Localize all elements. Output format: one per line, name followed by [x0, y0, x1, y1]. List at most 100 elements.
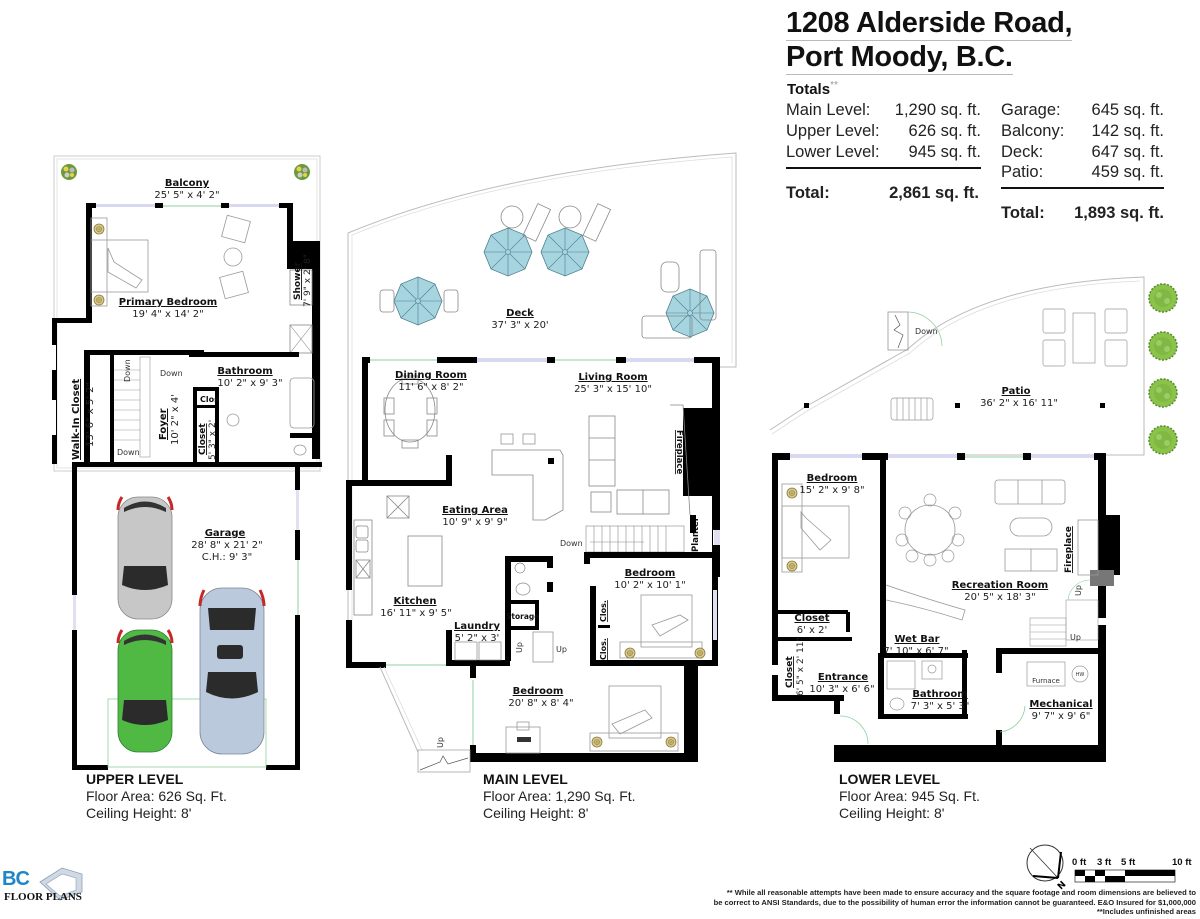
upper-level-ceiling: Ceiling Height: 8'	[86, 805, 192, 821]
totals-heading: Totals**	[787, 80, 838, 98]
room-label-living-room: Living Room	[578, 372, 647, 383]
upper-level-plan: Balcony 25' 5" x 4' 2" Shower 7' 9" x 2'…	[52, 155, 322, 770]
totals-value: 626 sq. ft.	[908, 122, 981, 140]
lower-level-plan: Down Patio 36' 2" x 16' 11"	[769, 276, 1178, 762]
scale-bar	[1074, 869, 1176, 883]
room-dim-wet-bar: 7' 10" x 6' 7"	[883, 646, 948, 657]
room-label-primary-bedroom: Primary Bedroom	[119, 297, 217, 308]
stair-label-down: Down	[915, 327, 938, 336]
room-label-garage: Garage	[205, 528, 246, 539]
room-label-eating-area: Eating Area	[442, 505, 508, 516]
totals-label: Garage:	[1001, 101, 1061, 119]
room-dim-walk-in-closet: 13' 6" x 5' 2"	[85, 382, 96, 447]
totals-label: Main Level:	[786, 101, 871, 119]
main-level-floor-area: Floor Area: 1,290 Sq. Ft.	[483, 788, 636, 804]
room-label-mechanical: Mechanical	[1029, 699, 1092, 710]
main-level-title: MAIN LEVEL	[483, 771, 568, 787]
room-dim-closet: 6' 5" x 2' 11"	[796, 637, 806, 696]
room-label-closet: Closet	[794, 613, 829, 624]
room-label-dining-room: Dining Room	[395, 370, 467, 381]
totals-label: Deck:	[1001, 143, 1044, 161]
room-label-shower: Shower	[293, 262, 303, 300]
room-label-walk-in-closet: Walk-In Closet	[71, 379, 82, 460]
room-label-balcony: Balcony	[165, 178, 210, 189]
room-dim-bedroom: 10' 2" x 10' 1"	[614, 580, 686, 591]
room-dim-recreation-room: 20' 5" x 18' 3"	[964, 592, 1036, 603]
room-dim-garage: 28' 8" x 21' 2"	[191, 540, 263, 551]
room-dim-patio: 36' 2" x 16' 11"	[980, 398, 1058, 409]
scale-label-3: 3 ft	[1097, 857, 1112, 868]
room-dim-mechanical: 9' 7" x 9' 6"	[1032, 711, 1091, 722]
totals-value: 1,893 sq. ft.	[1074, 204, 1164, 222]
stair-label-down: Down	[160, 369, 183, 378]
car-blue-icon	[198, 587, 266, 755]
totals-heading-mark: **	[830, 80, 838, 91]
garage-ceiling-height: C.H.: 9' 3"	[202, 552, 252, 563]
logo-mark: BC	[2, 868, 30, 890]
disclaimer: ** While all reasonable attempts have be…	[676, 888, 1196, 917]
lower-level-ceiling: Ceiling Height: 8'	[839, 805, 945, 821]
room-label-fireplace: Fireplace	[1064, 526, 1074, 573]
room-label-bedroom: Bedroom	[807, 473, 858, 484]
stair-label-down: Down	[123, 359, 132, 382]
room-dim-bedroom: 15' 2" x 9' 8"	[799, 485, 864, 496]
room-dim-bedroom: 20' 8" x 8' 4"	[508, 698, 573, 709]
room-dim-balcony: 25' 5" x 4' 2"	[154, 190, 219, 201]
room-label-bedroom: Bedroom	[513, 686, 564, 697]
upper-level-floor-area: Floor Area: 626 Sq. Ft.	[86, 788, 227, 804]
stair-label-up: Up	[556, 645, 567, 654]
room-label-wet-bar: Wet Bar	[894, 634, 939, 645]
furnace-label: Furnace	[1032, 677, 1060, 685]
totals-heading-text: Totals	[787, 81, 831, 98]
room-label-clos: Clos	[200, 395, 219, 404]
room-dim-deck: 37' 3" x 20'	[491, 320, 548, 331]
room-label-fireplace: Fireplace	[674, 430, 684, 474]
room-label-bathroom: Bathroom	[912, 689, 967, 700]
stair-label-down: Down	[117, 448, 140, 457]
room-label-planter: Planter	[691, 516, 701, 552]
totals-label: Lower Level:	[786, 143, 880, 161]
stair-label-up: Up	[1074, 585, 1083, 596]
totals-label: Balcony:	[1001, 122, 1065, 140]
scale-label-0: 0 ft	[1072, 857, 1087, 868]
stair-label-up: Up	[436, 737, 445, 748]
room-label-clos: Clos.	[599, 638, 608, 660]
room-label-clos: Clos.	[599, 600, 608, 622]
totals-value: 945 sq. ft.	[908, 143, 981, 161]
room-dim-eating-area: 10' 9" x 9' 9"	[442, 517, 507, 528]
room-label-deck: Deck	[506, 308, 534, 319]
room-dim-primary-bedroom: 19' 4" x 14' 2"	[132, 309, 204, 320]
disclaimer-line-1: ** While all reasonable attempts have be…	[726, 888, 1196, 897]
main-level-ceiling: Ceiling Height: 8'	[483, 805, 589, 821]
room-dim-closet: 6' x 2'	[797, 625, 828, 636]
room-label-closet: Closet	[785, 656, 795, 688]
room-dim-kitchen: 16' 11" x 9' 5"	[380, 608, 452, 619]
totals-divider	[786, 167, 981, 169]
room-label-recreation-room: Recreation Room	[952, 580, 1048, 591]
totals-label: Total:	[1001, 204, 1045, 222]
room-dim-closet: 5' 3" x 2'	[208, 420, 218, 460]
address-line-2: Port Moody, B.C.	[786, 41, 1013, 75]
room-dim-bathroom: 10' 2" x 9' 3"	[217, 378, 282, 389]
room-label-foyer: Foyer	[158, 408, 169, 440]
room-dim-entrance: 10' 3" x 6' 6"	[809, 684, 874, 695]
room-label-bathroom: Bathroom	[217, 366, 272, 377]
room-label-bedroom: Bedroom	[625, 568, 676, 579]
totals-divider-other	[1001, 187, 1164, 189]
disclaimer-line-3: **Includes unfinished areas	[1096, 907, 1196, 916]
car-green-icon	[116, 629, 174, 753]
logo-text: FLOOR PLANS	[4, 891, 82, 903]
upper-level-title: UPPER LEVEL	[86, 771, 184, 787]
car-silver-icon	[116, 496, 174, 620]
room-label-entrance: Entrance	[818, 672, 868, 683]
totals-value: 142 sq. ft.	[1091, 122, 1164, 140]
disclaimer-line-2: be correct to ANSI Standards, due to the…	[713, 897, 1196, 907]
lower-level-title: LOWER LEVEL	[839, 771, 941, 787]
totals-label: Upper Level:	[786, 122, 880, 140]
room-label-kitchen: Kitchen	[394, 596, 437, 607]
stair-label-up: Up	[1070, 633, 1081, 642]
stair-label-up: Up	[515, 642, 524, 653]
room-label-patio: Patio	[1002, 386, 1031, 397]
scale-label-10: 10 ft	[1172, 857, 1192, 868]
